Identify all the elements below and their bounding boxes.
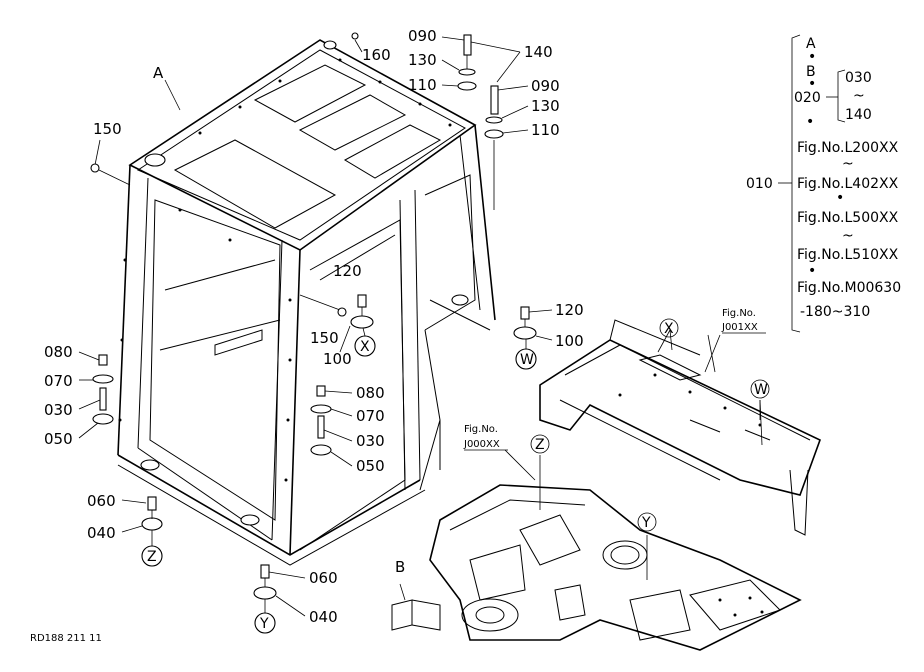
legend-dot-5: • bbox=[808, 263, 816, 279]
label-150-center: 150 bbox=[310, 329, 339, 347]
drawing-code: RD188 211 11 bbox=[30, 633, 102, 644]
label-030-left: 030 bbox=[44, 401, 73, 419]
legend-A: A bbox=[806, 36, 816, 52]
legend-dot-1: • bbox=[808, 49, 816, 65]
legend-bracket bbox=[778, 34, 846, 333]
marker-Z-cab: Z bbox=[147, 549, 157, 565]
label-110-top: 110 bbox=[408, 76, 437, 94]
mount-stack-left-lower bbox=[121, 496, 163, 567]
label-100-center: 100 bbox=[323, 350, 352, 368]
legend-range-from: 030 bbox=[845, 70, 872, 86]
marker-X-cab: X bbox=[360, 339, 370, 355]
fig-ref-j001-code: J001XX bbox=[721, 322, 758, 333]
label-030-right: 030 bbox=[356, 432, 385, 450]
fig-ref-j000-code: J000XX bbox=[463, 439, 500, 450]
label-060-left: 060 bbox=[87, 492, 116, 510]
cab-frame bbox=[117, 39, 496, 566]
legend-tilde-1: ~ bbox=[853, 88, 865, 104]
label-050-left: 050 bbox=[44, 430, 73, 448]
label-050-right: 050 bbox=[356, 457, 385, 475]
legend-dot-3: • bbox=[806, 114, 814, 130]
label-090-top: 090 bbox=[408, 27, 437, 45]
label-040-bottom: 040 bbox=[309, 608, 338, 626]
legend-dot-4: • bbox=[836, 190, 844, 206]
label-070-left: 070 bbox=[44, 372, 73, 390]
label-090-right: 090 bbox=[531, 77, 560, 95]
label-040-left: 040 bbox=[87, 524, 116, 542]
legend-range-to: 140 bbox=[845, 107, 872, 123]
label-110-right: 110 bbox=[531, 121, 560, 139]
labels: A 150 160 090 130 110 140 090 130 110 12… bbox=[30, 27, 901, 644]
label-130-top: 130 bbox=[408, 51, 437, 69]
label-100-right: 100 bbox=[555, 332, 584, 350]
marker-Y-frame: Y bbox=[641, 515, 651, 531]
marker-Y-cab: Y bbox=[259, 616, 269, 632]
legend-tilde-3: ~ bbox=[842, 228, 854, 244]
label-120-center: 120 bbox=[333, 262, 362, 280]
legend-B: B bbox=[806, 64, 816, 80]
legend-010: 010 bbox=[746, 176, 773, 192]
label-B: B bbox=[395, 558, 405, 576]
mount-stack-bottom bbox=[253, 564, 306, 634]
mount-stack-right bbox=[310, 385, 353, 467]
legend-tilde-2: ~ bbox=[842, 156, 854, 172]
marker-W-cab: W bbox=[520, 352, 534, 368]
label-160: 160 bbox=[362, 46, 391, 64]
lower-frame bbox=[429, 484, 802, 651]
label-080-left: 080 bbox=[44, 343, 73, 361]
label-070-right: 070 bbox=[356, 407, 385, 425]
label-A: A bbox=[153, 64, 164, 82]
mount-stack-right-2 bbox=[513, 306, 553, 370]
mount-stack-center bbox=[299, 294, 376, 357]
label-120-right: 120 bbox=[555, 301, 584, 319]
label-140-top: 140 bbox=[524, 43, 553, 61]
mount-stack-left bbox=[78, 351, 114, 439]
legend-fig-1: Fig.No.L200XX bbox=[797, 140, 899, 156]
legend-fig-5-range: -180~310 bbox=[800, 304, 870, 320]
upper-frame bbox=[539, 319, 822, 536]
label-060-bottom: 060 bbox=[309, 569, 338, 587]
fig-ref-j000-title: Fig.No. bbox=[464, 424, 498, 435]
legend-fig-5: Fig.No.M00630 bbox=[797, 280, 901, 296]
marker-Z-frame: Z bbox=[535, 437, 545, 453]
marker-X-frame: X bbox=[664, 321, 674, 337]
legend-fig-4: Fig.No.L510XX bbox=[797, 247, 899, 263]
label-150-left: 150 bbox=[93, 120, 122, 138]
b-detail bbox=[391, 583, 441, 631]
mount-stack-top bbox=[441, 34, 529, 210]
label-080-right: 080 bbox=[356, 384, 385, 402]
legend-fig-3: Fig.No.L500XX bbox=[797, 210, 899, 226]
legend-020: 020 bbox=[794, 90, 821, 106]
marker-W-frame: W bbox=[754, 382, 768, 398]
label-130-right: 130 bbox=[531, 97, 560, 115]
legend-fig-2: Fig.No.L402XX bbox=[797, 176, 899, 192]
fig-ref-j001-title: Fig.No. bbox=[722, 308, 756, 319]
legend-dot-2: • bbox=[808, 76, 816, 92]
